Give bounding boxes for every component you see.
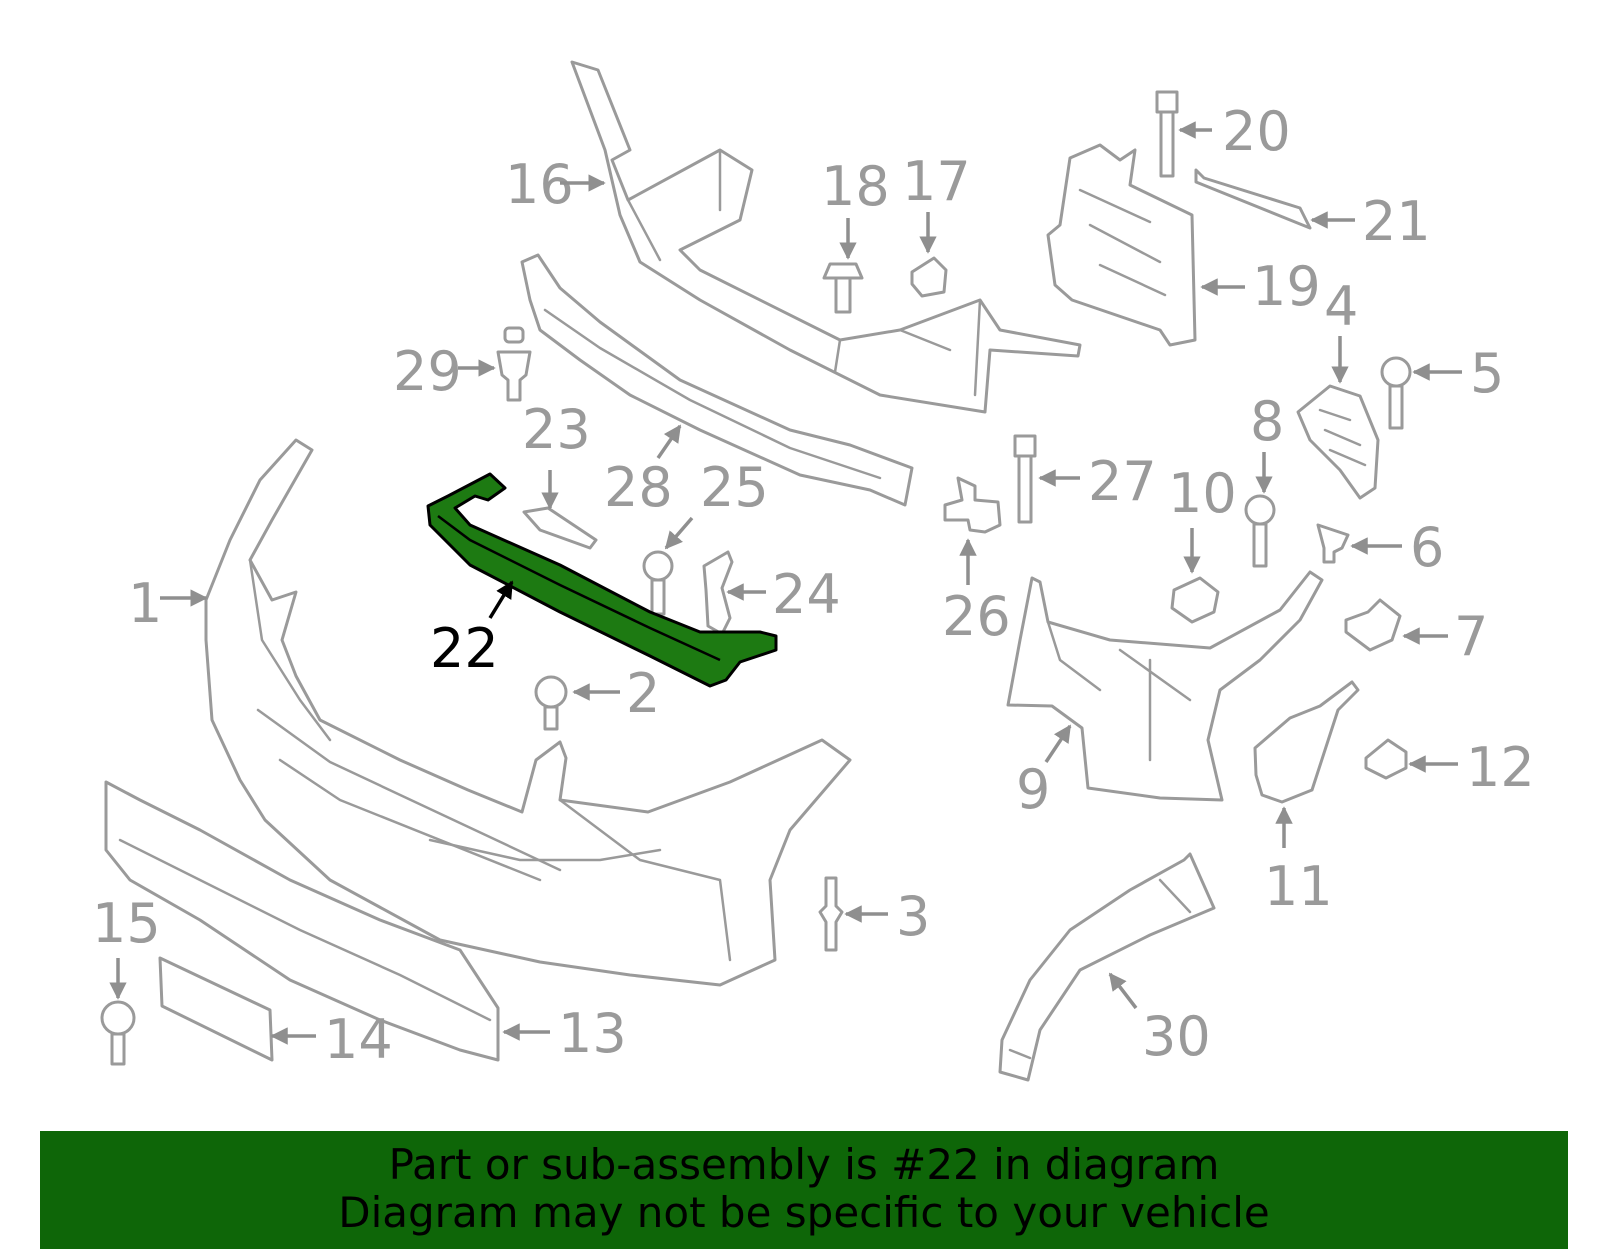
part-29-clip	[496, 326, 532, 402]
part-6-clip	[1316, 523, 1350, 564]
part-28-absorber	[520, 253, 914, 507]
part-14-plate	[158, 956, 274, 1062]
callout-19: 19	[1252, 255, 1321, 318]
part-9-bumper-frame	[1006, 570, 1324, 802]
callout-27: 27	[1088, 450, 1157, 513]
part-26-bracket	[943, 476, 1002, 534]
part-1-bumper-cover	[204, 438, 852, 987]
part-2-screw	[534, 675, 568, 731]
part-24-bracket	[702, 550, 734, 636]
callout-24: 24	[772, 563, 841, 626]
part-20-bolt	[1155, 90, 1179, 178]
callout-3: 3	[896, 885, 930, 948]
callouts: 16 18 17 20 21 19 4 5 29 23 28 25 27 10 …	[92, 100, 1535, 1071]
part-5-screw	[1380, 356, 1412, 430]
part-7-bracket	[1344, 598, 1402, 652]
part-25-screw	[642, 550, 674, 616]
part-4-grille	[1296, 384, 1380, 500]
callout-13: 13	[558, 1002, 627, 1065]
callout-17: 17	[902, 150, 971, 213]
callout-6: 6	[1410, 516, 1444, 579]
parts-diagram: 16 18 17 20 21 19 4 5 29 23 28 25 27 10 …	[92, 60, 1535, 1082]
callout-22: 22	[430, 617, 499, 680]
callout-12: 12	[1466, 736, 1535, 799]
banner-line-disclaimer: Diagram may not be specific to your vehi…	[338, 1188, 1270, 1237]
part-21-strip	[1194, 168, 1312, 230]
part-30-wheel-arch	[998, 852, 1216, 1082]
part-11-bracket	[1253, 680, 1360, 804]
callout-21: 21	[1362, 190, 1431, 253]
callout-2: 2	[626, 662, 660, 725]
callout-1: 1	[128, 572, 162, 635]
callout-30: 30	[1142, 1005, 1211, 1068]
callout-26: 26	[942, 585, 1011, 648]
callout-4: 4	[1324, 275, 1358, 338]
callout-29: 29	[393, 340, 462, 403]
part-8-screw	[1244, 494, 1276, 568]
callout-9: 9	[1016, 758, 1050, 821]
callout-25: 25	[700, 456, 769, 519]
part-16-reinforcement	[570, 60, 1082, 414]
part-3-clip	[818, 876, 844, 952]
callout-18: 18	[821, 155, 890, 218]
part-18-bolt	[822, 262, 864, 314]
callout-11: 11	[1264, 855, 1333, 918]
callout-20: 20	[1222, 100, 1291, 163]
part-23-clip	[522, 506, 598, 550]
banner-line-part: Part or sub-assembly is #22 in diagram	[388, 1140, 1220, 1189]
part-17-nut	[910, 256, 948, 298]
part-13-lower-strip	[104, 780, 500, 1062]
part-19-bracket	[1046, 143, 1197, 347]
callout-23: 23	[522, 398, 591, 461]
callout-7: 7	[1454, 605, 1488, 668]
callout-28: 28	[604, 456, 673, 519]
part-22-support-highlighted	[426, 472, 778, 688]
callout-15: 15	[92, 892, 161, 955]
part-27-bolt	[1013, 434, 1037, 524]
part-10-nut	[1170, 576, 1220, 624]
info-banner: Part or sub-assembly is #22 in diagram D…	[40, 1131, 1568, 1249]
callout-14: 14	[324, 1008, 393, 1071]
part-12-nut	[1364, 738, 1408, 780]
callout-8: 8	[1250, 390, 1284, 453]
part-15-screw	[100, 1000, 136, 1066]
callout-5: 5	[1470, 342, 1504, 405]
callout-10: 10	[1168, 462, 1237, 525]
